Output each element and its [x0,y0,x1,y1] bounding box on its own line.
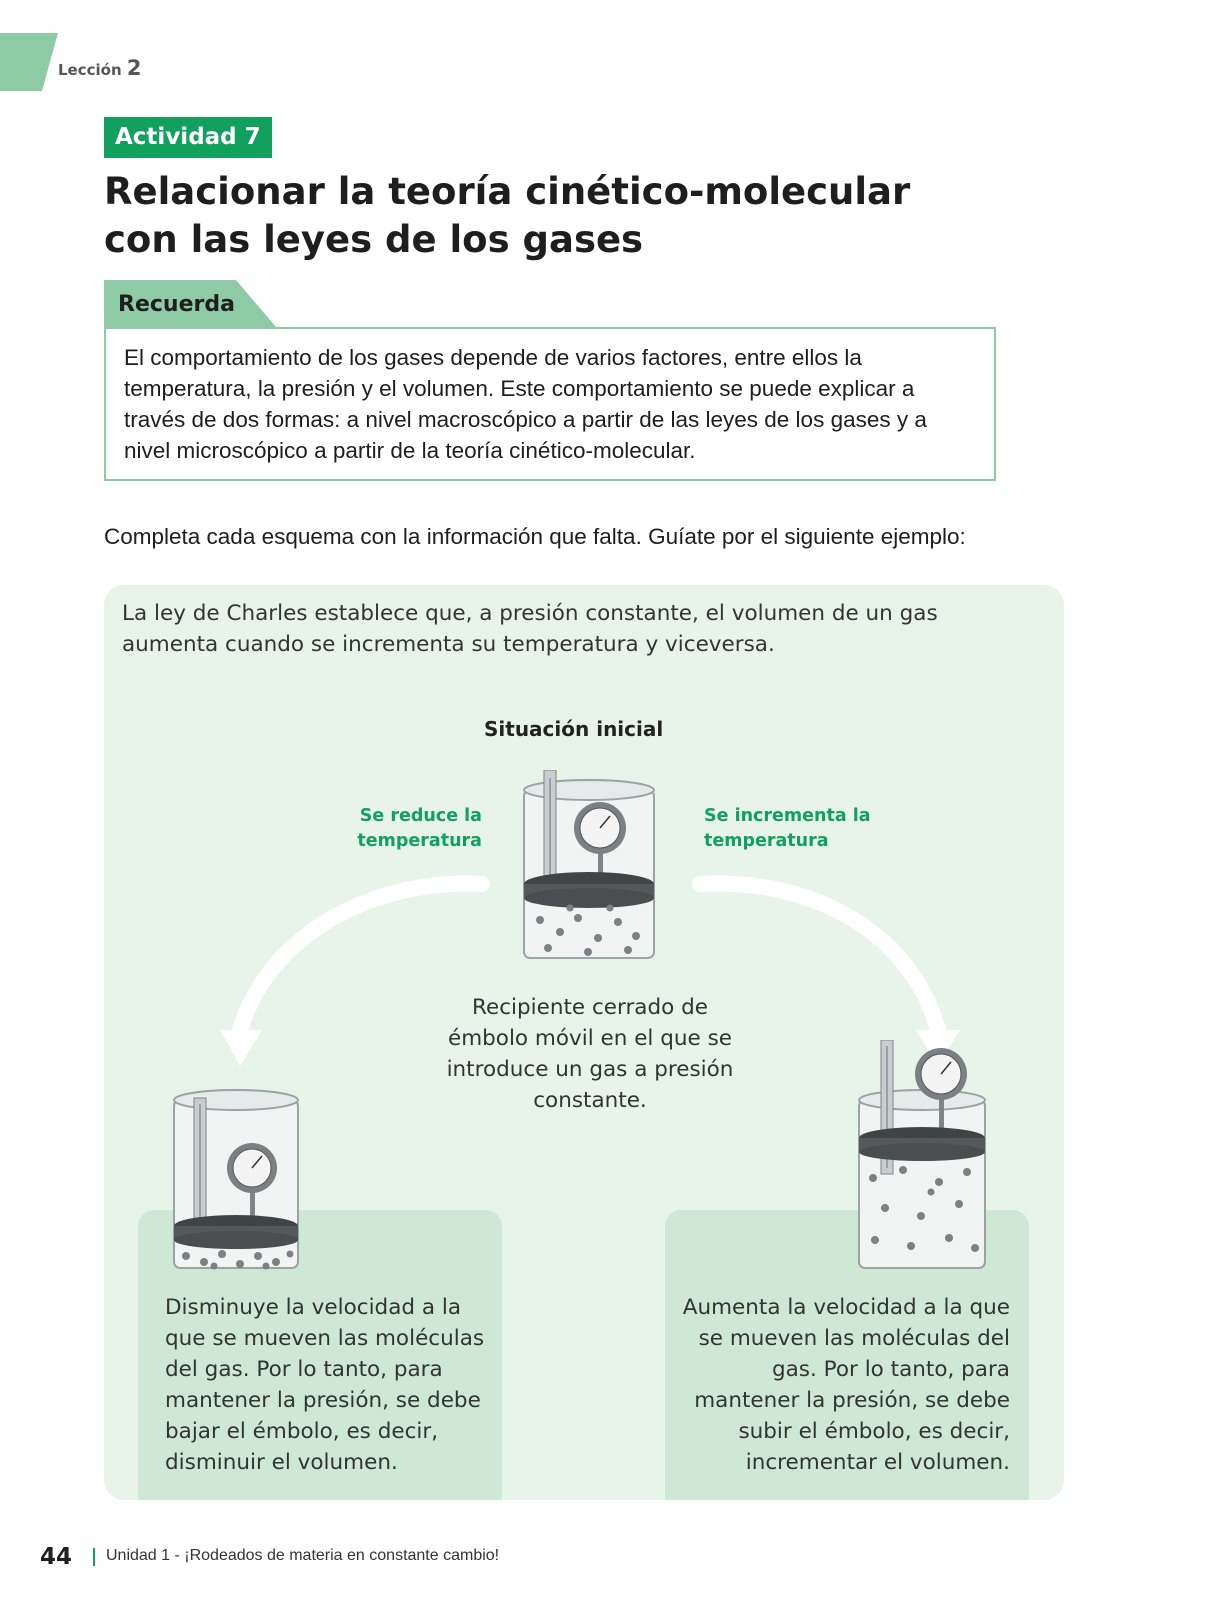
initial-situation-title: Situación inicial [484,717,664,741]
recuerda-label: Recuerda [118,292,235,317]
result-text-left: Disminuye la velocidad a la que se mueve… [165,1295,485,1475]
title-line-2: con las leyes de los gases [104,218,644,261]
lesson-corner-tab [0,33,58,91]
left-cylinder-illustration [173,1089,299,1270]
lesson-word: Lección [58,61,122,79]
increase-temperature-label: Se incrementa la temperatura [704,806,871,851]
page-number: 44 [40,1544,73,1570]
right-cylinder-illustration [858,1040,986,1269]
lesson-number: 2 [126,56,142,80]
footer-divider [93,1548,95,1566]
right-curved-arrow [692,875,946,1038]
result-text-right: Aumenta la velocidad a la que se mueven … [682,1295,1010,1475]
right-arrow-head [916,1030,960,1066]
footer-unit-text: Unidad 1 - ¡Rodeados de materia en const… [106,1547,500,1564]
lesson-label: Lección 2 [58,56,142,80]
title-line-1: Relacionar la teoría cinético-molecular [104,170,911,213]
left-arrow-head [220,1030,262,1066]
charles-law-text: La ley de Charles establece que, a presi… [122,601,938,657]
center-description: Recipiente cerrado de émbolo móvil en el… [446,995,734,1113]
left-curved-arrow [232,875,490,1038]
center-cylinder-illustration [523,770,655,959]
page-title: Relacionar la teoría cinético-molecular … [104,168,1004,264]
activity-badge: Actividad 7 [104,117,272,158]
recuerda-box: El comportamiento de los gases depende d… [104,327,996,481]
reduce-temperature-label: Se reduce la temperatura [357,806,482,851]
instruction-text: Completa cada esquema con la información… [104,524,966,549]
recuerda-text: El comportamiento de los gases depende d… [124,345,927,463]
recuerda-tab [104,280,276,327]
